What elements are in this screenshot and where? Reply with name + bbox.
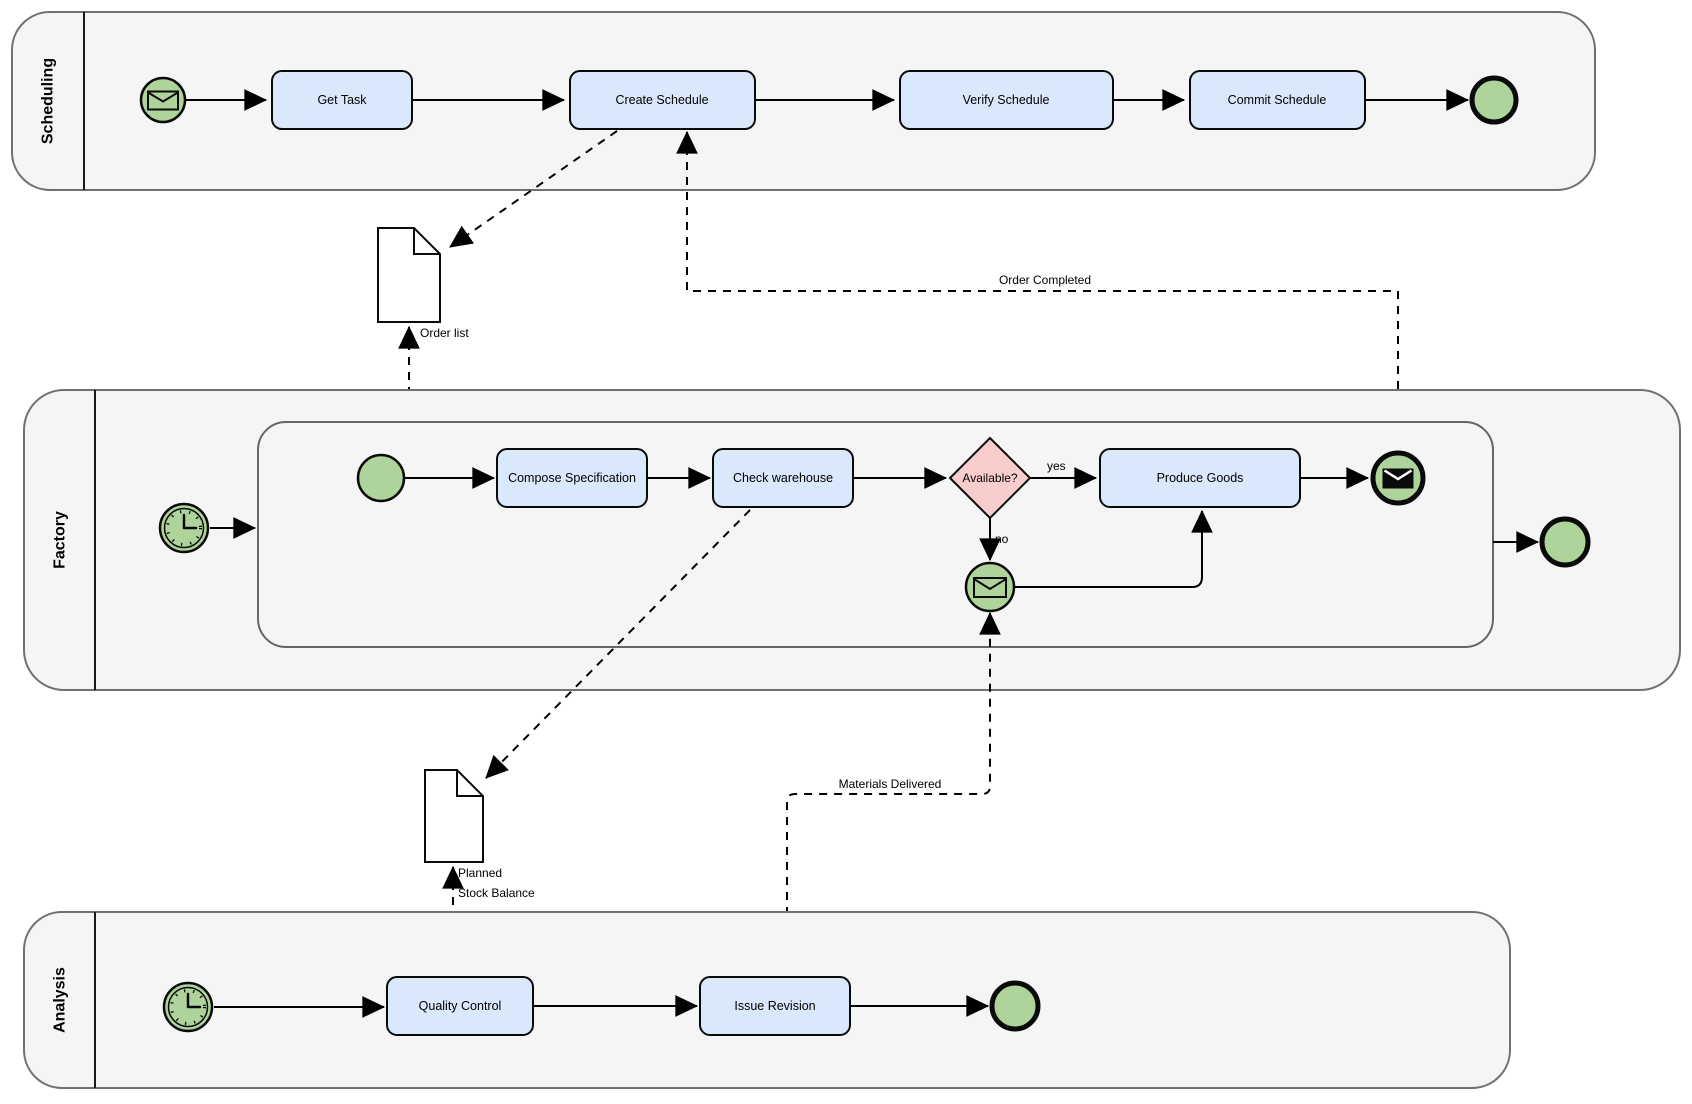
task-compose-specification[interactable]: Compose Specification <box>496 448 648 508</box>
data-object-order-list[interactable]: Order list <box>377 227 469 340</box>
timer-event-inner <box>167 986 209 1028</box>
task-quality-control[interactable]: Quality Control <box>386 976 534 1036</box>
task-label: Check warehouse <box>733 471 833 485</box>
message-icon-filled <box>1382 468 1414 489</box>
task-label: Commit Schedule <box>1228 93 1327 107</box>
clock-ticks <box>170 989 206 1025</box>
task-produce-goods[interactable]: Produce Goods <box>1099 448 1301 508</box>
message-flow-label: Order Completed <box>999 273 1091 287</box>
message-flow-materials-delivered <box>786 611 1001 975</box>
lane-analysis-title: Analysis <box>52 967 69 1033</box>
task-label: Produce Goods <box>1157 471 1244 485</box>
data-object-label-line2: Stock Balance <box>458 886 535 900</box>
task-commit-schedule[interactable]: Commit Schedule <box>1189 70 1366 130</box>
envelope-flap <box>973 578 1007 591</box>
timer-icon <box>166 510 202 546</box>
message-start-event-circle[interactable] <box>139 76 187 124</box>
data-object-label-line1: Planned <box>458 866 502 880</box>
event-end-factory[interactable] <box>1539 516 1591 568</box>
task-verify-schedule[interactable]: Verify Schedule <box>899 70 1114 130</box>
task-label: Issue Revision <box>734 999 815 1013</box>
event-start-subprocess[interactable] <box>356 453 406 503</box>
timer-icon <box>170 989 206 1025</box>
message-icon <box>973 577 1007 598</box>
event-message-start-scheduling[interactable] <box>139 76 187 124</box>
task-get-task-box[interactable] <box>271 70 413 130</box>
clock-ticks <box>166 510 202 546</box>
document-icon[interactable] <box>424 769 484 863</box>
association-checkwarehouse-to-stockbalance <box>485 509 751 779</box>
data-object-planned-stock-balance[interactable]: Planned Stock Balance <box>424 769 535 900</box>
envelope-flap <box>1383 469 1413 481</box>
clock-hands <box>182 513 198 530</box>
task-verify-schedule-box[interactable] <box>899 70 1114 130</box>
clock-hands <box>186 992 202 1009</box>
message-icon <box>147 90 179 111</box>
task-label: Get Task <box>317 93 367 107</box>
task-create-schedule-box[interactable] <box>569 70 756 130</box>
task-commit-schedule-box[interactable] <box>1189 70 1366 130</box>
envelope-flap <box>147 91 179 103</box>
event-message-end-subprocess[interactable] <box>1370 450 1426 506</box>
event-timer-start-factory[interactable] <box>158 502 210 554</box>
task-label: Create Schedule <box>615 93 708 107</box>
lane-scheduling-title: Scheduling <box>40 58 57 144</box>
event-end-scheduling[interactable] <box>1469 75 1519 125</box>
factory-subprocess[interactable] <box>257 421 1494 648</box>
association-createschedule-to-orderlist <box>449 130 618 248</box>
flow-catchevent-to-produce <box>1014 509 1213 588</box>
envelope-body <box>147 90 179 111</box>
lane-factory-title: Factory <box>52 511 69 569</box>
task-issue-revision[interactable]: Issue Revision <box>699 976 851 1036</box>
message-flow-label: Materials Delivered <box>839 777 942 791</box>
task-check-warehouse[interactable]: Check warehouse <box>712 448 854 508</box>
task-create-schedule[interactable]: Create Schedule <box>569 70 756 130</box>
event-timer-start-analysis[interactable] <box>162 981 214 1033</box>
gateway-yes-label: yes <box>1047 459 1066 473</box>
gateway-label: Available? <box>962 471 1017 485</box>
task-label: Compose Specification <box>508 471 636 485</box>
message-flow-order-completed <box>676 130 1399 449</box>
document-fold <box>456 770 483 797</box>
gateway-no-label: no <box>995 532 1009 546</box>
data-object-label: Order list <box>420 326 469 340</box>
event-message-catch-factory[interactable] <box>964 561 1016 613</box>
timer-event-inner <box>163 507 205 549</box>
document-fold <box>413 228 440 255</box>
envelope-body <box>973 577 1007 598</box>
task-label: Verify Schedule <box>963 93 1050 107</box>
event-end-analysis[interactable] <box>989 980 1041 1032</box>
task-get-task[interactable]: Get Task <box>271 70 413 130</box>
task-label: Quality Control <box>419 999 502 1013</box>
document-icon[interactable] <box>377 227 441 323</box>
